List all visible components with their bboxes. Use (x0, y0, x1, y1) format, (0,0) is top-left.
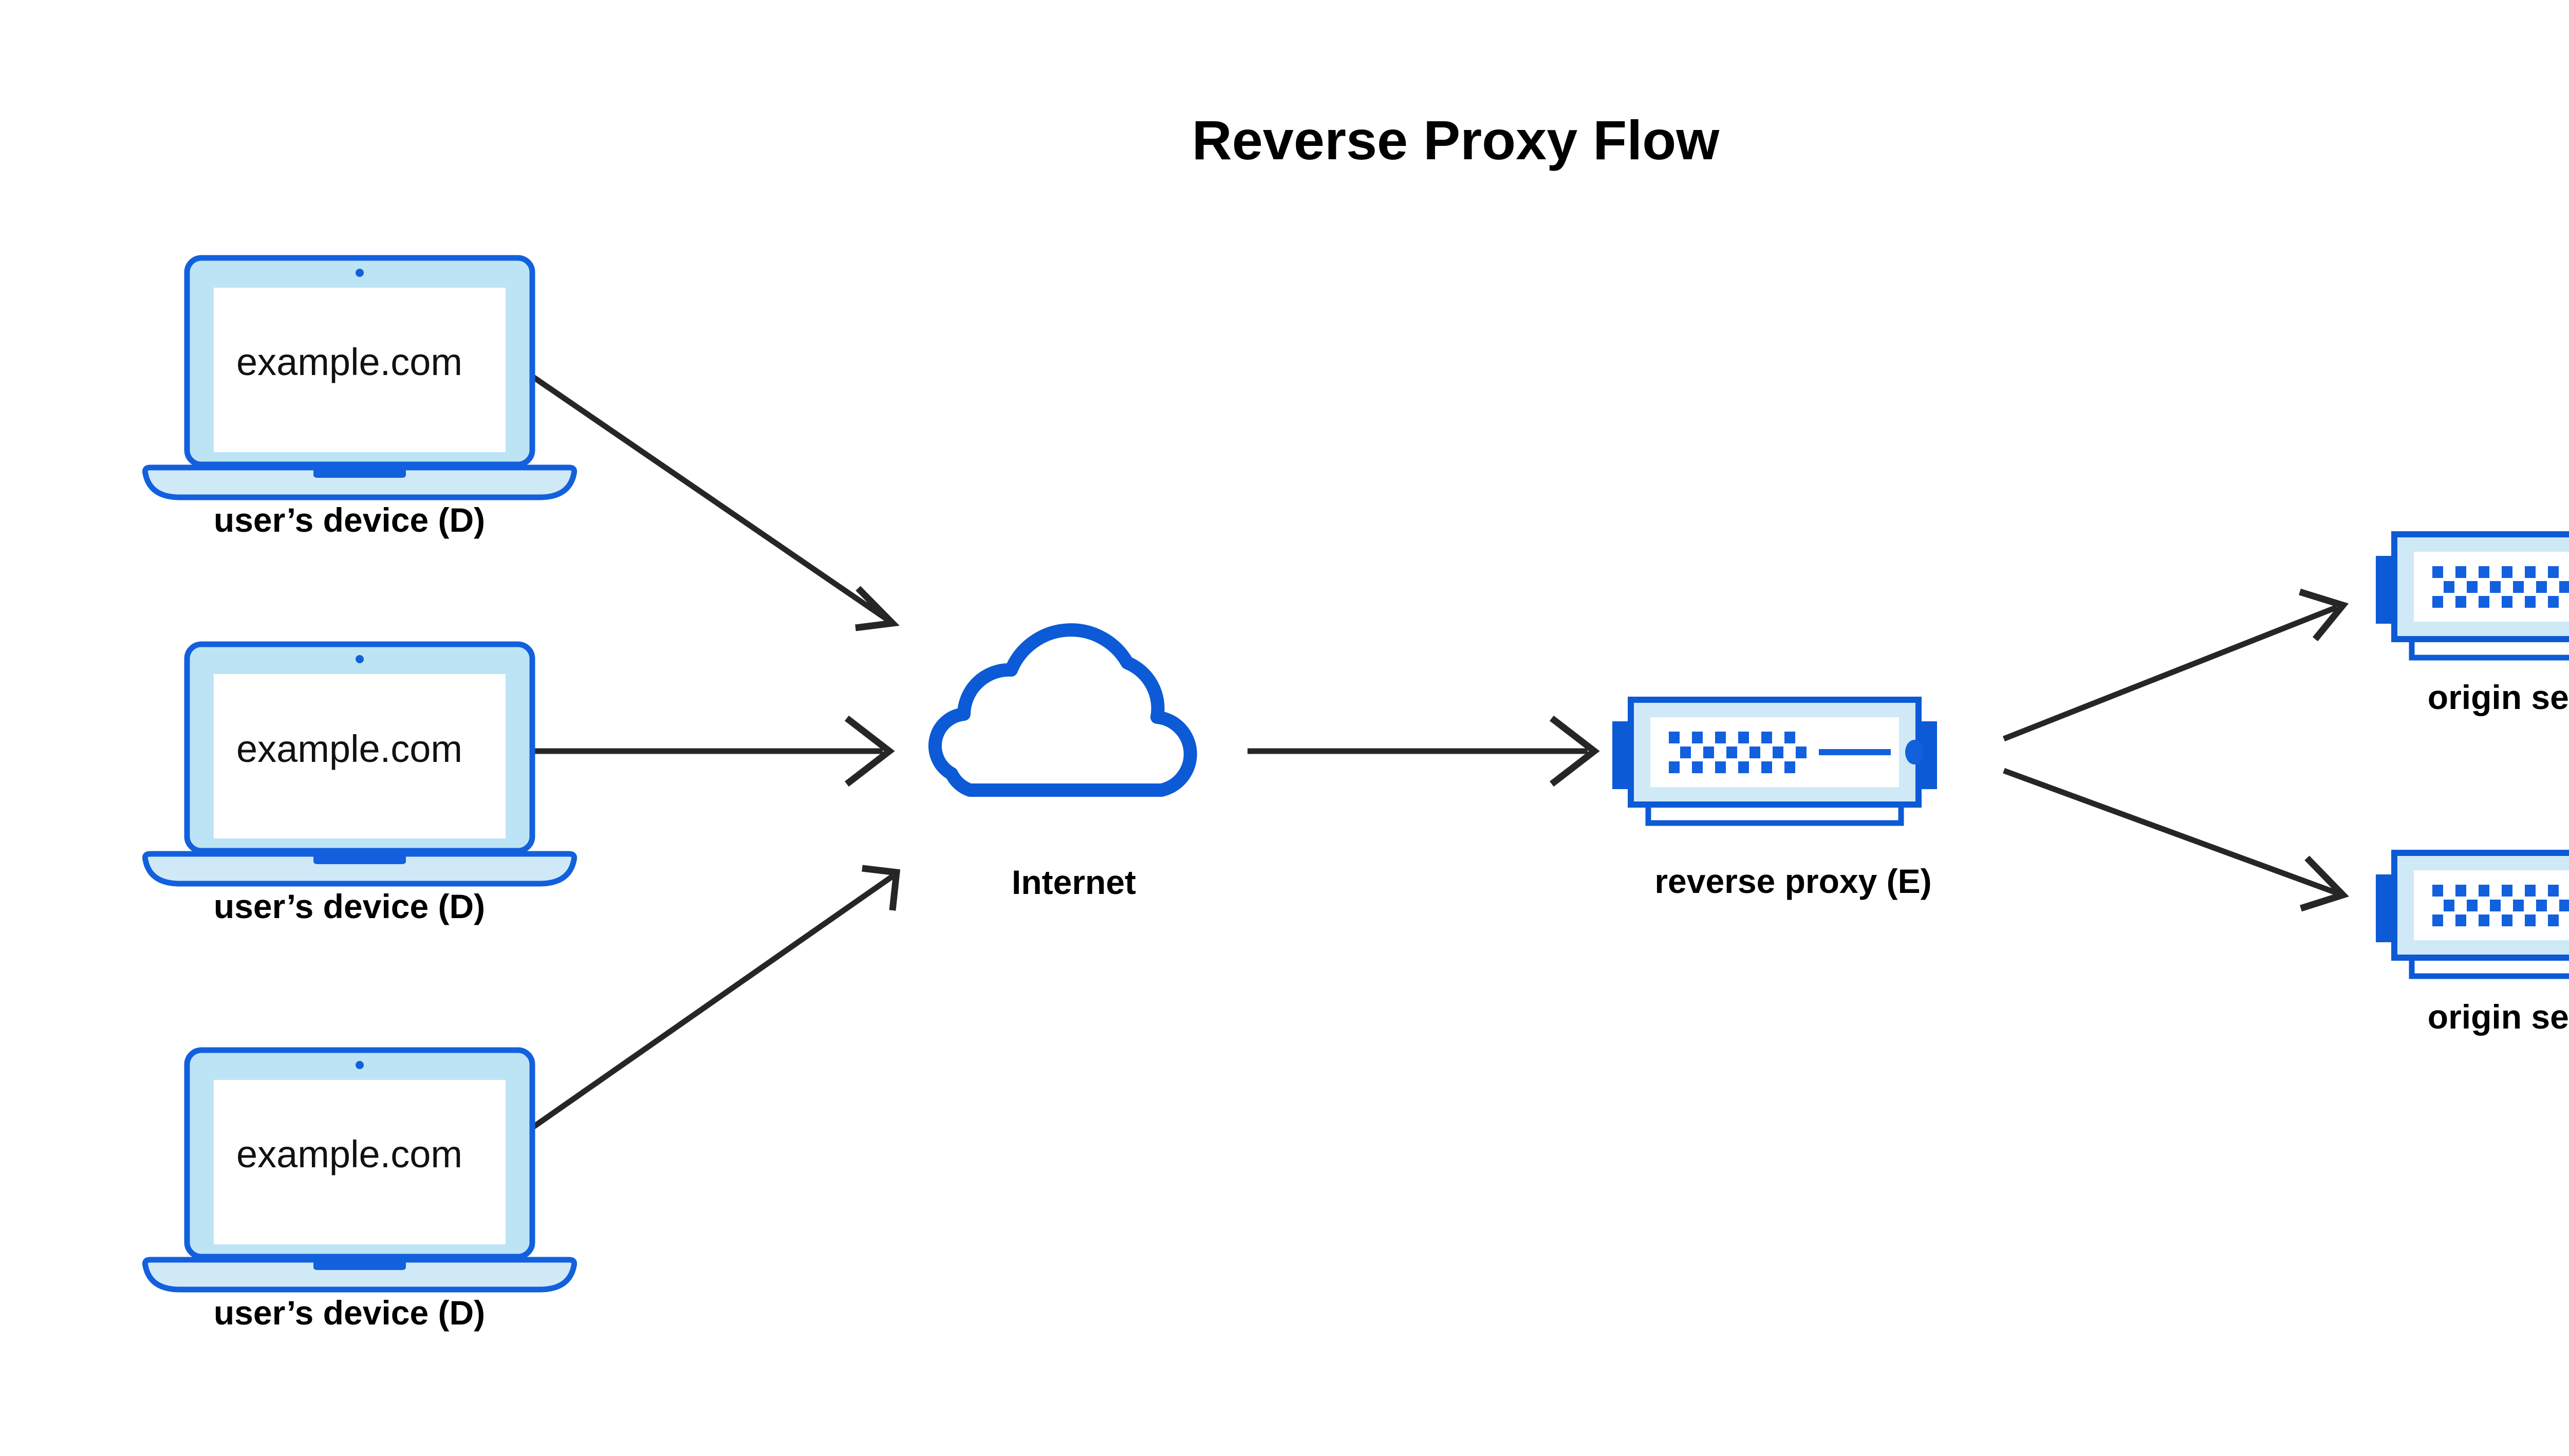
edges-layer (512, 361, 2349, 1143)
server-icon (1612, 700, 1937, 823)
node-internet[interactable]: Internet (935, 630, 1190, 901)
node-device-bottom[interactable]: example.com user’s device (D) (145, 1050, 574, 1332)
origin-top-label: origin server (F) (2428, 678, 2569, 716)
node-origin-top[interactable]: origin server (F) (2376, 534, 2569, 716)
node-device-middle[interactable]: example.com user’s device (D) (145, 644, 574, 925)
page-title: Reverse Proxy Flow (1192, 109, 1720, 171)
device-top-label: user’s device (D) (214, 501, 485, 539)
device-screen-text: example.com (236, 1133, 462, 1175)
node-device-top[interactable]: example.com user’s device (D) (145, 258, 574, 539)
server-icon (2376, 534, 2569, 658)
device-bottom-label: user’s device (D) (214, 1294, 485, 1332)
device-screen-text: example.com (236, 727, 462, 770)
node-reverse-proxy[interactable]: reverse proxy (E) (1612, 700, 1937, 900)
device-screen-text: example.com (236, 341, 462, 383)
edge-internet-proxy (1248, 715, 1600, 787)
edge-device-top-internet (512, 361, 900, 631)
reverse-proxy-label: reverse proxy (E) (1654, 862, 1931, 900)
node-origin-bottom[interactable]: origin server (F) (2376, 853, 2569, 1036)
edge-device-middle-internet (514, 715, 895, 787)
server-icon (2376, 853, 2569, 976)
edge-device-bottom-internet (512, 865, 901, 1143)
device-middle-label: user’s device (D) (214, 887, 485, 925)
edge-proxy-origin-bottom (2003, 768, 2349, 912)
internet-label: Internet (1012, 863, 1136, 901)
origin-bottom-label: origin server (F) (2428, 998, 2569, 1036)
edge-proxy-origin-top (2002, 588, 2349, 742)
